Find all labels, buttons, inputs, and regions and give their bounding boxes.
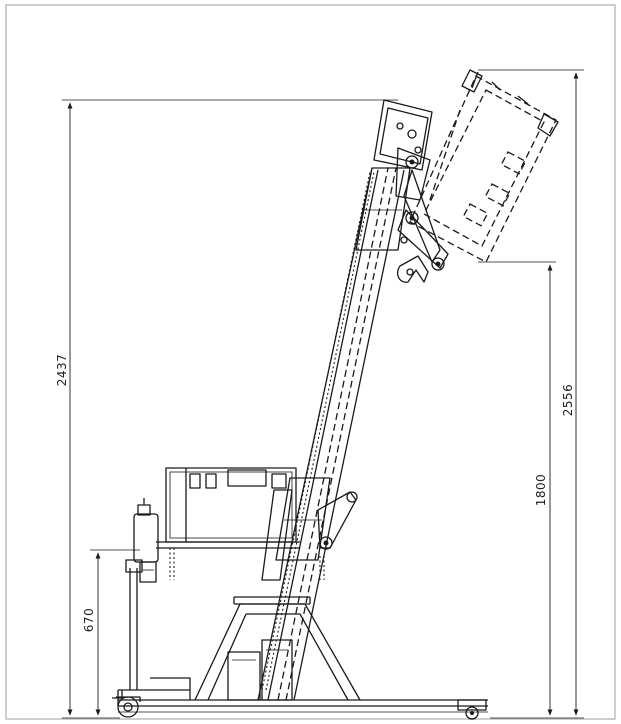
dimension-2556: 2556 — [478, 69, 584, 719]
upper-basket-tilted — [409, 69, 559, 263]
front-wheel — [457, 699, 487, 720]
dimension-label-1800: 1800 — [534, 474, 548, 507]
drawing-frame — [5, 4, 616, 720]
dimension-label-670: 670 — [82, 608, 96, 632]
tilt-linkage — [396, 169, 449, 283]
mast-head-unit — [373, 99, 433, 201]
control-post — [125, 498, 159, 690]
dimension-2437: 2437 — [55, 99, 398, 719]
dimension-1800: 1800 — [478, 261, 556, 716]
dimension-label-2437: 2437 — [55, 354, 69, 387]
dimension-670: 670 — [82, 549, 140, 716]
base-frame — [117, 596, 488, 713]
dimension-label-2556: 2556 — [561, 384, 575, 417]
rear-caster-wheel — [112, 690, 141, 718]
lifting-mast — [257, 167, 411, 701]
lower-basket — [156, 467, 300, 580]
